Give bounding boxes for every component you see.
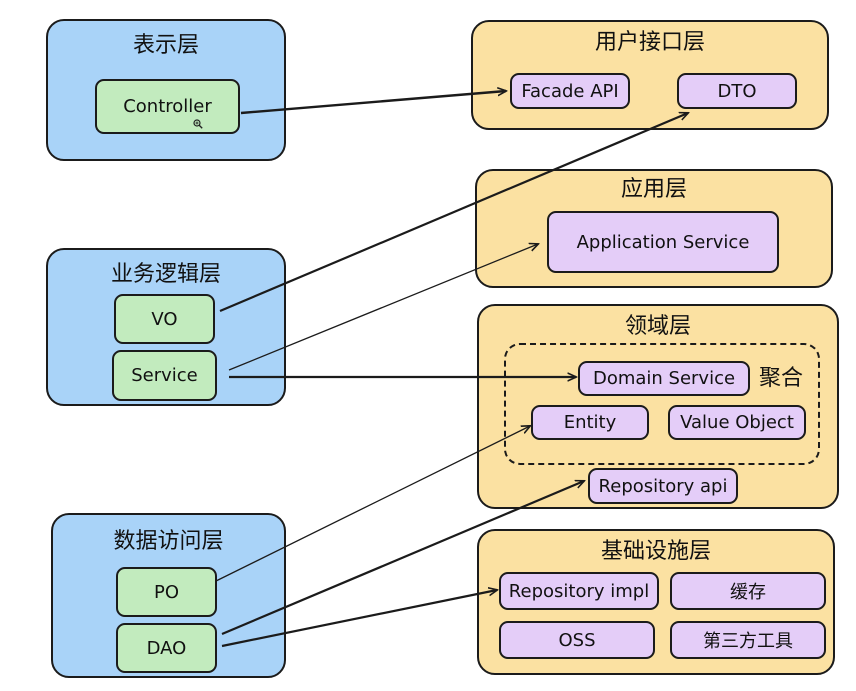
repository-impl-box[interactable]: Repository impl	[499, 572, 659, 610]
infrastructure-layer: 基础设施层 Repository impl 缓存 OSS 第三方工具	[477, 529, 835, 675]
value-object-box[interactable]: Value Object	[668, 405, 806, 440]
dto-box[interactable]: DTO	[677, 73, 797, 109]
service-box[interactable]: Service	[112, 350, 217, 401]
aggregate-boundary	[504, 343, 820, 465]
presentation-layer: 表示层 Controller	[46, 19, 286, 161]
infrastructure-layer-title: 基础设施层	[600, 539, 711, 564]
application-service-box[interactable]: Application Service	[547, 211, 779, 273]
vo-box[interactable]: VO	[114, 294, 215, 344]
aggregate-label: 聚合	[759, 366, 804, 391]
domain-service-box[interactable]: Domain Service	[578, 361, 750, 396]
domain-layer-title: 领域层	[624, 314, 691, 339]
dao-box[interactable]: DAO	[116, 623, 217, 673]
data-access-layer-title: 数据访问层	[113, 529, 224, 554]
business-logic-layer: 业务逻辑层 VO Service	[46, 248, 286, 406]
po-box[interactable]: PO	[116, 567, 217, 617]
oss-box[interactable]: OSS	[499, 621, 655, 659]
repository-api-box[interactable]: Repository api	[588, 468, 738, 504]
facade-api-box[interactable]: Facade API	[510, 73, 630, 109]
domain-layer: 领域层 聚合 Domain Service Entity Value Objec…	[477, 304, 839, 509]
user-interface-layer: 用户接口层 Facade API DTO	[471, 20, 829, 130]
third-party-tools-box[interactable]: 第三方工具	[670, 621, 826, 659]
data-access-layer: 数据访问层 PO DAO	[51, 513, 286, 678]
cache-box[interactable]: 缓存	[670, 572, 826, 610]
user-interface-layer-title: 用户接口层	[594, 30, 705, 55]
application-layer: 应用层 Application Service	[475, 169, 833, 288]
zoom-cursor-icon	[193, 119, 203, 129]
business-logic-layer-title: 业务逻辑层	[110, 262, 221, 287]
entity-box[interactable]: Entity	[531, 405, 649, 440]
application-layer-title: 应用层	[620, 177, 687, 202]
controller-box[interactable]: Controller	[95, 79, 240, 134]
presentation-layer-title: 表示层	[132, 33, 199, 58]
